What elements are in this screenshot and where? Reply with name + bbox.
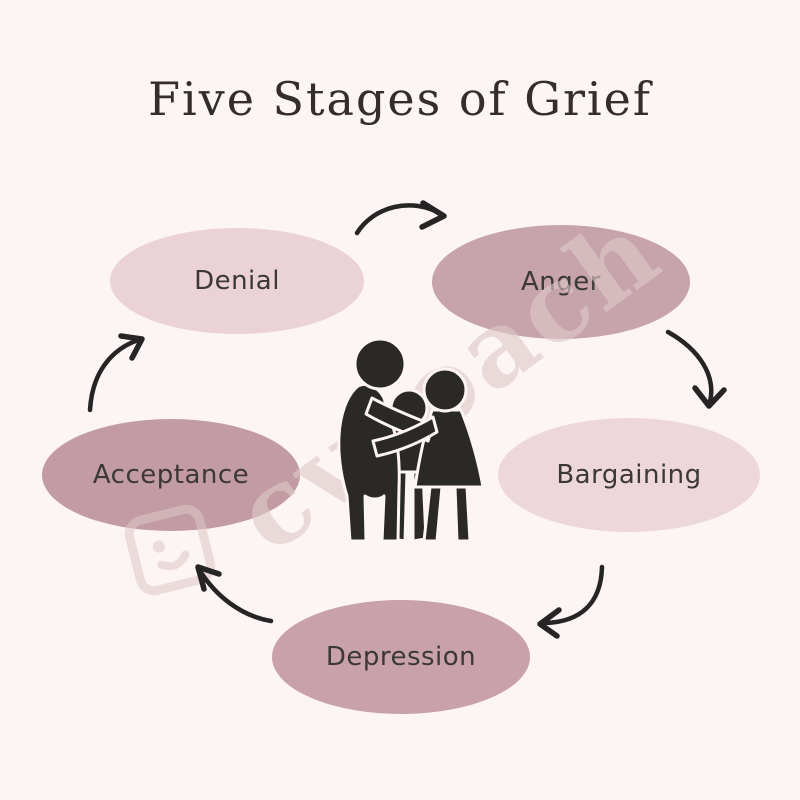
family-hug-icon [337, 338, 485, 543]
arrow-bargaining-to-depression [537, 564, 605, 639]
stage-ellipse-depression: Depression [272, 600, 530, 714]
stage-ellipse-denial: Denial [110, 228, 364, 334]
arrow-acceptance-to-denial [87, 333, 145, 413]
arrow-anger-to-bargaining [665, 329, 727, 409]
stage-label-anger: Anger [521, 267, 601, 297]
arrow-depression-to-acceptance [195, 564, 274, 624]
stage-label-acceptance: Acceptance [92, 460, 250, 490]
stage-label-depression: Depression [325, 642, 477, 672]
stage-ellipse-anger: Anger [432, 225, 690, 339]
page-title: Five Stages of Grief [148, 72, 652, 126]
stage-label-denial: Denial [194, 266, 280, 296]
stage-ellipse-bargaining: Bargaining [498, 418, 760, 532]
stage-label-bargaining: Bargaining [556, 460, 702, 490]
stage-ellipse-acceptance: Acceptance [42, 419, 300, 531]
arrow-denial-to-anger [354, 200, 447, 236]
